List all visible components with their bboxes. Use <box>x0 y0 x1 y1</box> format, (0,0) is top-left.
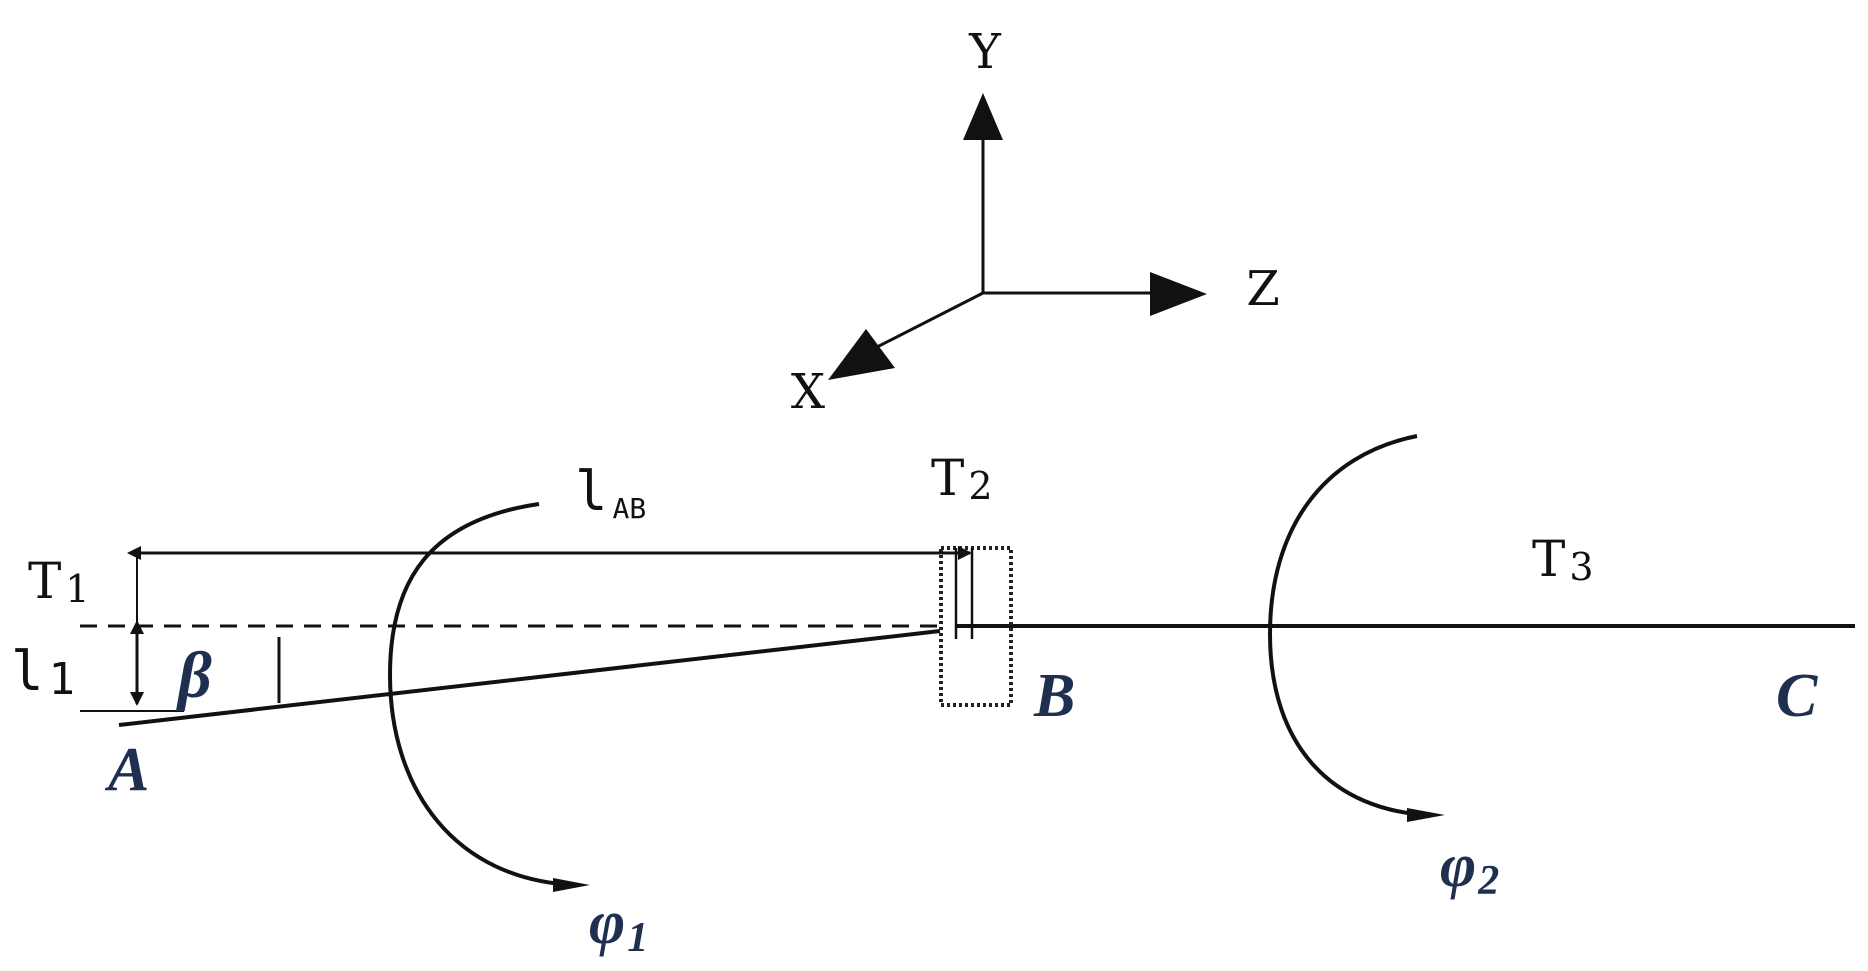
t2-main: T <box>931 449 964 507</box>
beam-geometry <box>80 546 1855 727</box>
coordinate-axes: Y Z X <box>791 24 1280 420</box>
l1-subscript: 1 <box>49 654 76 705</box>
phi1-label: φ1 <box>589 889 648 961</box>
z-axis-arrowhead <box>1150 272 1207 316</box>
phi2-main: φ <box>1440 832 1476 900</box>
phi2-rotation-arc <box>1267 434 1429 817</box>
l-ab-main: l <box>575 460 608 523</box>
phi2-label: φ2 <box>1440 832 1499 904</box>
phi2-arrowhead <box>1407 808 1445 822</box>
phi2-subscript: 2 <box>1477 858 1499 904</box>
link-ab-line <box>118 629 941 727</box>
phi1-main: φ <box>589 889 625 957</box>
y-axis-label: Y <box>968 24 1002 80</box>
z-axis-label: Z <box>1246 261 1279 317</box>
joint-b-block <box>939 546 1013 707</box>
t1-main: T <box>28 552 61 610</box>
beta-label: β <box>175 639 212 712</box>
t3-main: T <box>1532 530 1565 588</box>
point-a-label: A <box>104 736 149 804</box>
rotation-arcs <box>387 434 1445 892</box>
phi1-arrowhead <box>553 878 590 892</box>
x-axis-label: X <box>791 364 825 420</box>
x-axis-arrowhead <box>828 329 895 380</box>
t2-subscript: 2 <box>968 464 992 508</box>
point-b-label: B <box>1033 662 1075 730</box>
point-c-label: C <box>1776 662 1818 730</box>
t1-subscript: 1 <box>65 567 89 611</box>
l-ab-subscript: AB <box>613 492 647 525</box>
t3-subscript: 3 <box>1569 545 1593 589</box>
y-axis-arrowhead <box>963 93 1003 140</box>
phi1-rotation-arc <box>387 502 576 887</box>
phi1-subscript: 1 <box>627 915 648 961</box>
l1-main: l <box>11 640 44 703</box>
x-axis-line <box>876 291 984 349</box>
dimension-markers <box>127 546 972 706</box>
